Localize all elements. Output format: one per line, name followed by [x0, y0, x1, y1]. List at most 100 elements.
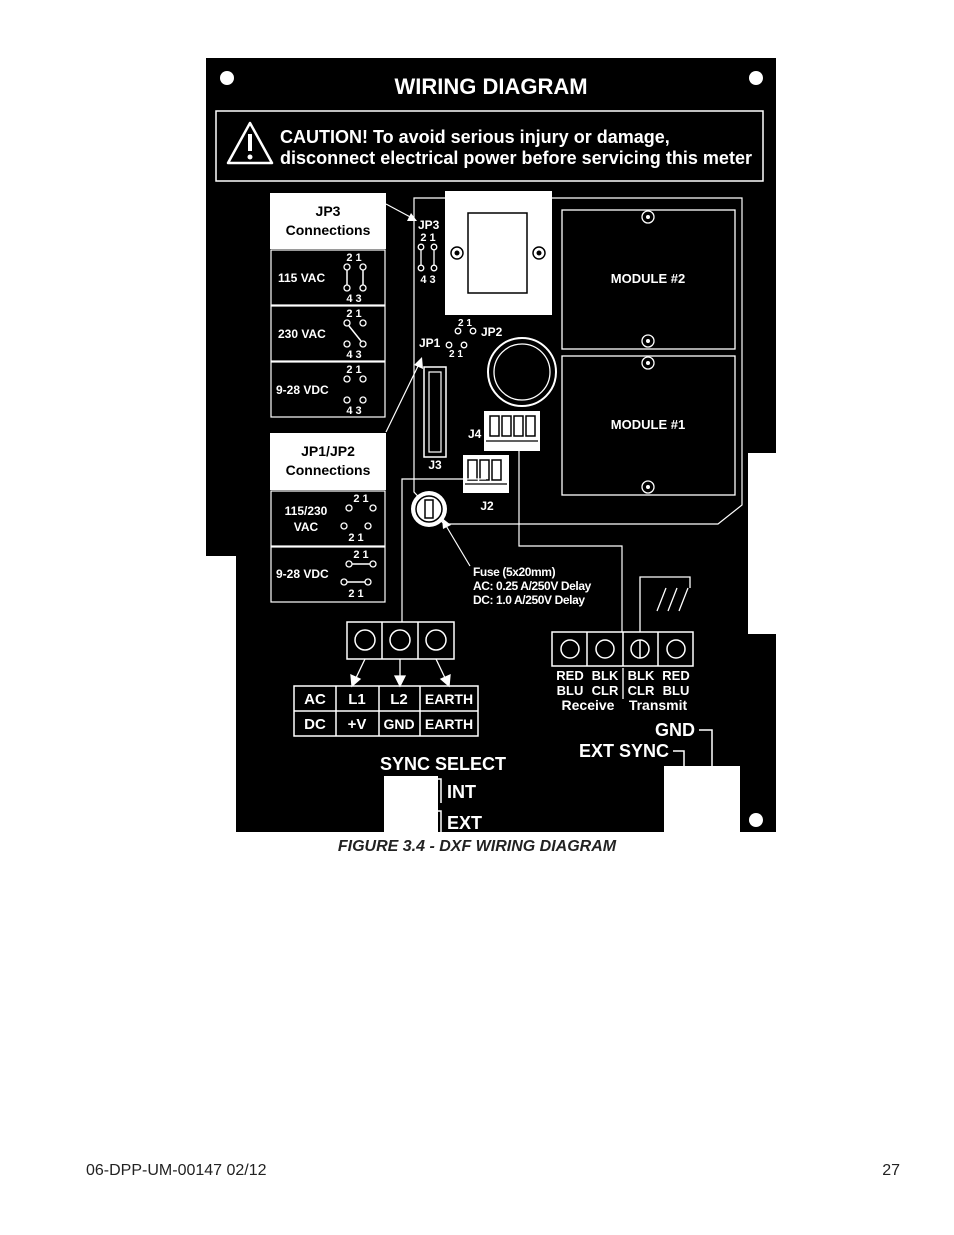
power-l1-label: L1 — [348, 691, 366, 708]
transmit-label: Transmit — [629, 697, 688, 713]
comm-col3-line1: BLK — [628, 668, 655, 683]
panel-notch-bottom-right — [664, 766, 740, 832]
fuse — [411, 491, 447, 527]
power-l2-label: L2 — [390, 691, 408, 708]
jp12-connections-table: JP1/JP2 Connections 115/230 VAC 2 1 2 1 … — [270, 433, 386, 603]
module-1-label: MODULE #1 — [611, 417, 685, 432]
caution-line-1: CAUTION! To avoid serious injury or dama… — [280, 127, 670, 147]
jp3-row1-pins-top: 2 1 — [346, 252, 361, 264]
board-jp2-pin-1 — [469, 327, 477, 335]
ext-label: EXT — [447, 813, 482, 833]
j3-connector — [423, 366, 447, 458]
board-outline — [413, 197, 743, 525]
jp12-row2-pins-bottom: 2 1 — [348, 588, 363, 600]
mount-hole-tl — [220, 71, 234, 85]
jp3-row1-label: 115 VAC — [278, 271, 325, 285]
jp3-row2-label: 230 VAC — [278, 327, 326, 341]
power-wire — [401, 478, 486, 622]
module-2-label: MODULE #2 — [611, 271, 685, 286]
panel-notch-right — [748, 453, 776, 634]
comm-terminal-block — [551, 631, 694, 667]
jp3-table-header-1: JP3 — [316, 203, 341, 219]
comm-col1-line1: RED — [556, 668, 583, 683]
caution-line-2: disconnect electrical power before servi… — [280, 148, 752, 168]
comm-col3-line2: CLR — [628, 683, 655, 698]
j4-label: J4 — [468, 427, 482, 441]
j2-connector — [463, 455, 509, 493]
power-dc-label: DC — [304, 716, 326, 733]
jp3-row2-pins-top: 2 1 — [346, 308, 361, 320]
jp12-row1-label-1: 115/230 — [285, 504, 328, 518]
comm-col2-line1: BLK — [592, 668, 619, 683]
jp12-table-header-2: Connections — [286, 462, 371, 478]
comm-col2-line2: CLR — [592, 683, 619, 698]
jp3-pointer-arrow — [407, 213, 417, 221]
jp3-row3-pins-bottom: 4 3 — [346, 405, 361, 417]
jp3-table-header-2: Connections — [286, 222, 371, 238]
board-jp3-pins-bottom: 4 3 — [420, 274, 435, 286]
board-jp1-label: JP1 — [419, 336, 441, 350]
jp1-pointer-arrow — [414, 357, 423, 369]
board-jp1-pin-1 — [460, 341, 468, 349]
fuse-pointer-line — [444, 523, 471, 567]
jp3-connections-table: JP3 Connections 115 VAC 2 1 4 3 230 VAC … — [270, 193, 386, 418]
jp12-row1-label-2: VAC — [294, 520, 319, 534]
fuse-pointer-arrow — [442, 518, 451, 529]
power-gnd-label: GND — [383, 716, 414, 732]
diagram-title: WIRING DIAGRAM — [394, 74, 587, 99]
j4-connector — [484, 411, 540, 451]
fuse-label-3: DC: 1.0 A/250V Delay — [473, 593, 585, 607]
gnd-label: GND — [655, 720, 695, 740]
jp12-row1-pins-top: 2 1 — [353, 493, 368, 505]
jp12-table-header-1: JP1/JP2 — [301, 443, 355, 459]
transformer — [445, 191, 552, 315]
j2-label: J2 — [480, 499, 494, 513]
board-jp3-pins-top: 2 1 — [420, 232, 435, 244]
int-label: INT — [447, 782, 476, 802]
caution-box — [215, 110, 764, 182]
footer-doc-id: 06-DPP-UM-00147 02/12 — [86, 1162, 267, 1179]
receive-label: Receive — [562, 697, 615, 713]
sync-select-label: SYNC SELECT — [380, 754, 506, 774]
board-jp1-pins: 2 1 — [449, 349, 463, 360]
power-dc-earth-label: EARTH — [425, 716, 473, 732]
fuse-label-2: AC: 0.25 A/250V Delay — [473, 579, 592, 593]
panel-notch-left — [206, 556, 236, 832]
module-1: MODULE #1 — [561, 355, 736, 496]
comm-col4-line1: RED — [662, 668, 689, 683]
jp12-row2-label-1: 9-28 VDC — [276, 567, 329, 581]
board-jp2-label: JP2 — [481, 325, 503, 339]
comm-wire — [518, 451, 623, 632]
fuse-label-1: Fuse (5x20mm) — [473, 565, 556, 579]
jp3-row3-label: 9-28 VDC — [276, 383, 329, 397]
power-arrows — [350, 658, 451, 688]
gnd-wire — [699, 729, 713, 766]
warning-icon — [226, 121, 274, 165]
jp3-row3-pins-top: 2 1 — [346, 364, 361, 376]
module-2: MODULE #2 — [561, 209, 736, 350]
mount-hole-tr — [749, 71, 763, 85]
board-jp3-label: JP3 — [418, 218, 440, 232]
comm-col4-line2: BLU — [663, 683, 690, 698]
comm-col1-line2: BLU — [557, 683, 584, 698]
power-ac-label: AC — [304, 691, 326, 708]
mount-hole-bl — [220, 813, 234, 827]
ext-sync-label: EXT SYNC — [579, 741, 669, 761]
jp12-row1-pins-bottom: 2 1 — [348, 532, 363, 544]
jp1-pointer-line — [385, 361, 421, 433]
power-ac-earth-label: EARTH — [425, 691, 473, 707]
ext-sync-wire — [673, 750, 685, 766]
power-plus-v-label: +V — [348, 716, 367, 733]
board-jp1-pin-2 — [445, 341, 453, 349]
capacitor — [487, 337, 557, 407]
j3-label: J3 — [428, 458, 442, 472]
footer-page-number: 27 — [882, 1162, 900, 1179]
jp12-row2-pins-top: 2 1 — [353, 549, 368, 561]
board-jp2-pins: 2 1 — [458, 318, 472, 329]
panel-notch-bottom-left — [384, 776, 428, 832]
ext-pin — [429, 810, 442, 832]
figure-caption: FIGURE 3.4 - DXF WIRING DIAGRAM — [337, 838, 617, 855]
board-jp2-pin-2 — [454, 327, 462, 335]
power-label-table — [293, 685, 479, 737]
